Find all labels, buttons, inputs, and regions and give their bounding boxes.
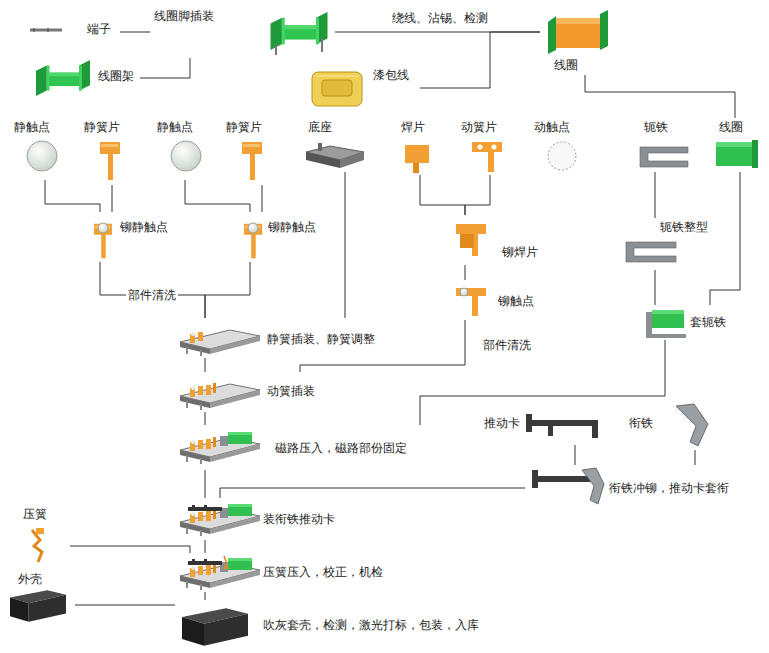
step-label: 外壳 [18,572,42,587]
flow-line [465,175,490,215]
flow-line [465,265,466,280]
process-step: 焊片 [395,118,445,175]
process-step: 铆触点 [450,280,545,320]
step-label: 绕线、沾锡、检测 [390,11,490,26]
process-step: 漆包线 [305,62,420,112]
step-label: 压簧压入，校正，机检 [263,565,383,580]
flow-line [205,262,250,318]
process-step: 吹灰套壳，检测，激光打标，包装，入库 [175,600,500,648]
process-step: 套轭铁 [640,305,740,340]
step-label: 衔铁 [629,416,653,431]
step-label: 铆静触点 [268,220,316,235]
process-step: 推动卡 [480,410,605,445]
process-step: 轭铁整型 [620,218,725,270]
process-step: 线圈 [540,8,615,75]
step-label: 静簧插装、静簧调整 [267,332,375,347]
process-step: 装衔铁推动卡 [175,498,360,540]
flow-line [585,75,735,118]
flow-line [120,32,150,33]
process-step: 轭铁 [630,118,700,172]
process-step: 外壳 [8,570,75,625]
step-label: 铆触点 [498,294,534,309]
step-label: 铆焊片 [502,245,538,260]
flow-line [345,172,346,318]
step-label: 静簧片 [84,120,120,135]
process-step: 铆静触点 [80,212,185,262]
step-label: 推动卡 [484,416,520,431]
step-label: 部件清洗 [481,338,533,353]
step-label: 静簧片 [226,120,262,135]
flow-line [220,488,525,498]
flow-line [205,592,206,600]
flow-line [140,58,190,78]
flow-line [575,445,576,465]
step-label: 线圈 [554,58,578,73]
process-step: 衔铁 [625,400,715,450]
process-step: 端子 [25,20,120,42]
process-step: 压簧压入，校正，机检 [175,553,420,592]
step-label: 线圈脚插装 [154,9,214,24]
step-label: 轭铁整型 [660,220,708,235]
process-step: 线圈架 [30,55,140,100]
flow-line [205,470,206,498]
step-label: 衔铁冲铆，推动卡套衔 [609,481,729,496]
process-step: 压簧 [15,505,70,565]
flow-line [695,450,696,465]
flow-line [420,340,665,425]
step-label: 动簧插装 [267,384,315,399]
process-step: 底座 [300,118,370,172]
process-step: 线圈 [705,118,764,172]
step-label: 端子 [87,22,111,37]
flow-line [70,546,190,553]
step-label: 铆静触点 [120,220,168,235]
step-label: 轭铁 [644,120,668,135]
step-label: 焊片 [401,120,425,135]
flow-line [420,175,465,215]
flow-line [205,412,206,425]
step-label: 线圈 [719,120,743,135]
process-step: 动簧片 [455,118,525,175]
flow-line [75,605,175,606]
process-step: 铆焊片 [450,215,550,265]
process-step: 磁路压入，磁路部份固定 [175,425,470,470]
process-step: 静触点 [12,118,75,180]
flow-line [100,262,205,318]
flow-line [205,540,206,553]
step-label: 压簧 [23,507,47,522]
step-label: 磁路压入，磁路部份固定 [275,441,407,456]
step-label: 漆包线 [373,68,409,83]
step-label: 线圈架 [98,69,134,84]
flow-line [262,185,263,212]
flow-line [710,172,740,305]
step-label: 吹灰套壳，检测，激光打标，包装，入库 [263,618,479,633]
step-label: 静触点 [14,120,50,135]
flow-line [655,172,656,218]
step-label: 套轭铁 [690,315,726,330]
process-step: 动簧插装 [175,372,340,412]
process-step: 静簧片 [222,118,290,185]
step-label: 装衔铁推动卡 [263,512,335,527]
flow-line [205,358,206,372]
flow-line [45,180,100,212]
process-step: 静触点 [155,118,218,180]
flow-line [420,32,540,88]
process-step: 动触点 [530,118,595,175]
process-step: 铆静触点 [235,212,340,262]
flow-line [655,270,656,305]
step-label: 部件清洗 [126,288,178,303]
step-label: 底座 [308,120,332,135]
process-step: 静簧片 [80,118,145,185]
process-step: 线圈脚插装 [150,5,335,58]
step-label: 动簧片 [461,120,497,135]
step-label: 静触点 [157,120,193,135]
step-label: 动触点 [534,120,570,135]
process-step: 静簧插装、静簧调整 [175,318,420,358]
flow-line [185,180,250,212]
flow-line [112,185,113,212]
process-step: 衔铁冲铆，推动卡套衔 [525,465,745,510]
